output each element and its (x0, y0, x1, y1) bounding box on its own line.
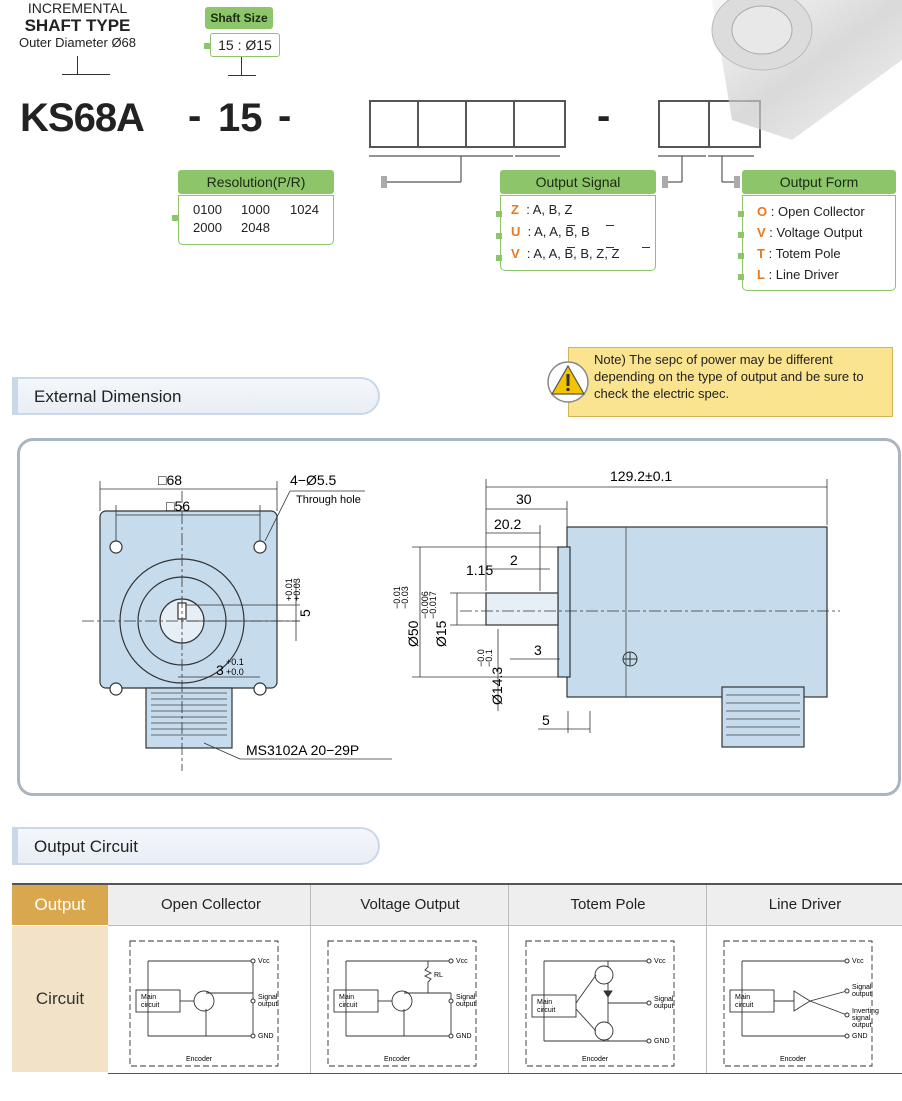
resolution-box-3 (465, 100, 518, 148)
section-output-circuit: Output Circuit (12, 827, 380, 865)
svg-text:Inverting: Inverting (852, 1008, 879, 1015)
encoder-photo (711, 0, 902, 140)
model-sep-2: - (278, 94, 292, 138)
svg-text:circuit: circuit (339, 1002, 357, 1009)
model-shaft: 15 (218, 96, 263, 140)
signal-box (513, 100, 566, 148)
svg-text:Encoder: Encoder (582, 1056, 609, 1063)
dim-1-15: 1.15 (466, 562, 493, 578)
dim-d15: Ø15 (433, 620, 449, 647)
dim-holes: 4−Ø5.5 (290, 472, 337, 488)
table-header-output: Output (12, 885, 108, 925)
output-signal-tab: Output Signal (500, 170, 656, 194)
dim-key3: 3 (216, 662, 224, 678)
svg-text:Main: Main (537, 999, 552, 1006)
svg-text:Signal: Signal (258, 994, 278, 1001)
dim-through: Through hole (296, 494, 361, 506)
dim-key3-tol-dn: +0.0 (226, 667, 244, 677)
dim-5: 5 (542, 712, 550, 728)
svg-text:Signal: Signal (456, 994, 476, 1001)
model-sep-1: - (188, 94, 202, 138)
svg-text:Main: Main (339, 994, 354, 1001)
circuit-table: Output Circuit Open Collector Voltage Ou… (12, 883, 902, 1101)
model-code: KS68A (20, 96, 145, 140)
product-type-line2: SHAFT TYPE (24, 16, 131, 35)
product-type-line1: INCREMENTAL (27, 0, 128, 16)
section-external-dimension: External Dimension (12, 377, 380, 415)
dimension-panel (17, 438, 901, 796)
dim-key5-tol-dn: +0.03 (292, 578, 302, 601)
dimension-drawing: □68 □56 4−Ø5.5 Through hole 5 +0.01 +0.0… (82, 468, 840, 771)
dim-d50-tol-dn: −0.03 (400, 586, 410, 609)
svg-text:circuit: circuit (141, 1002, 159, 1009)
svg-text:GND: GND (654, 1038, 670, 1045)
dim-20-2: 20.2 (494, 516, 521, 532)
resolution-box-1 (369, 100, 422, 148)
table-row-circuit: Circuit (12, 926, 108, 1072)
svg-text:output: output (852, 991, 872, 998)
resolution-tab: Resolution(P/R) (178, 170, 334, 194)
dim-d14-3-tol-dn: −0.1 (484, 649, 494, 667)
dim-d50-tol-up: −0.01 (392, 586, 402, 609)
svg-text:GND: GND (852, 1033, 868, 1040)
svg-text:Main: Main (141, 994, 156, 1001)
dim-key5: 5 (297, 609, 313, 617)
dim-key3-tol-up: +0.1 (226, 657, 244, 667)
svg-text:GND: GND (258, 1033, 274, 1040)
shaft-size-value: 15 : Ø15 (210, 33, 280, 57)
dim-d50: Ø50 (405, 620, 421, 647)
dim-2: 2 (510, 552, 518, 568)
dim-d14-3: Ø14.3 (489, 667, 505, 705)
form-box-1 (658, 100, 711, 148)
warning-icon (547, 361, 589, 403)
note-box (568, 347, 893, 417)
svg-text:Vcc: Vcc (852, 958, 864, 965)
dim-d15-tol-dn: −0.017 (428, 591, 438, 619)
model-sep-3: - (597, 94, 611, 138)
shaft-size-tab: Shaft Size (205, 7, 273, 29)
dim-d15-tol-up: −0.006 (420, 591, 430, 619)
product-diameter: Outer Diameter Ø68 (18, 35, 137, 50)
dim-sq68: □68 (158, 472, 182, 488)
note-text: Note) The sepc of power may be different… (594, 352, 864, 401)
svg-text:circuit: circuit (735, 1002, 753, 1009)
resolution-box-2 (417, 100, 470, 148)
svg-text:Vcc: Vcc (456, 958, 468, 965)
svg-text:Vcc: Vcc (258, 958, 270, 965)
svg-text:output: output (654, 1003, 674, 1010)
connector-lines (369, 155, 754, 188)
svg-text:Main: Main (735, 994, 750, 1001)
col-voltage-output: Voltage Output (310, 885, 509, 925)
svg-text:Signal: Signal (852, 984, 872, 991)
svg-text:Signal: Signal (654, 996, 674, 1003)
resolution-values: 0100 1000 1024 2000 2048 (178, 195, 334, 245)
svg-text:output: output (258, 1001, 278, 1008)
svg-text:GND: GND (456, 1033, 472, 1040)
svg-text:circuit: circuit (537, 1007, 555, 1014)
col-totem-pole: Totem Pole (508, 885, 707, 925)
col-line-driver: Line Driver (706, 885, 902, 925)
dim-length: 129.2±0.1 (610, 468, 672, 484)
svg-text:signal: signal (852, 1015, 871, 1022)
svg-text:output: output (852, 1022, 872, 1029)
dim-d14-3-tol-up: −0.0 (476, 649, 486, 667)
dim-connector: MS3102A 20−29P (246, 742, 359, 758)
dim-3: 3 (534, 642, 542, 658)
svg-text:Vcc: Vcc (654, 958, 666, 965)
svg-text:RL: RL (434, 972, 443, 979)
dim-sq56: □56 (166, 498, 190, 514)
output-form-tab: Output Form (742, 170, 896, 194)
dim-30: 30 (516, 491, 532, 507)
svg-text:Encoder: Encoder (384, 1056, 411, 1063)
col-open-collector: Open Collector (160, 896, 262, 913)
svg-text:Encoder: Encoder (780, 1056, 807, 1063)
svg-text:Encoder: Encoder (186, 1056, 213, 1063)
dim-key5-tol-up: +0.01 (284, 578, 294, 601)
output-signal-list: Z : A, B, Z U : A, A, B, B V : A, A, B, … (500, 195, 656, 271)
svg-text:output: output (456, 1001, 476, 1008)
output-form-list: O : Open Collector V : Voltage Output T … (742, 195, 896, 291)
